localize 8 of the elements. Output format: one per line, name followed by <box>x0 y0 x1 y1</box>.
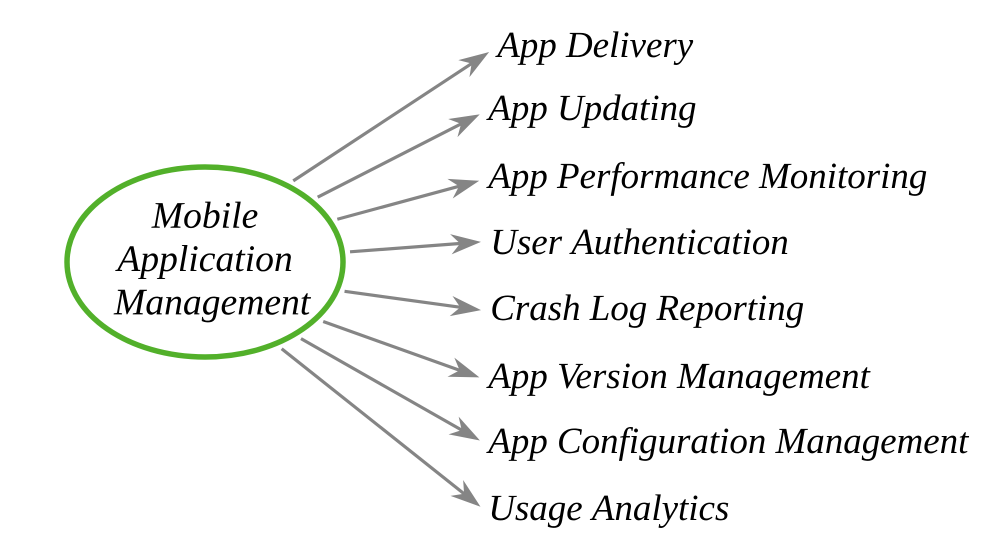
topic-label: App Updating <box>486 94 696 128</box>
topic-label: Usage Analytics <box>492 494 728 528</box>
topic-label: App Version Management <box>486 364 871 396</box>
topic-label: User Authentication <box>494 228 788 254</box>
topic-label: App Performance Monitoring <box>486 162 926 196</box>
topic-label: App Delivery <box>495 31 694 65</box>
topic-label: App Configuration Management <box>486 427 970 461</box>
topic-label: Crash Log Reporting <box>492 294 804 328</box>
